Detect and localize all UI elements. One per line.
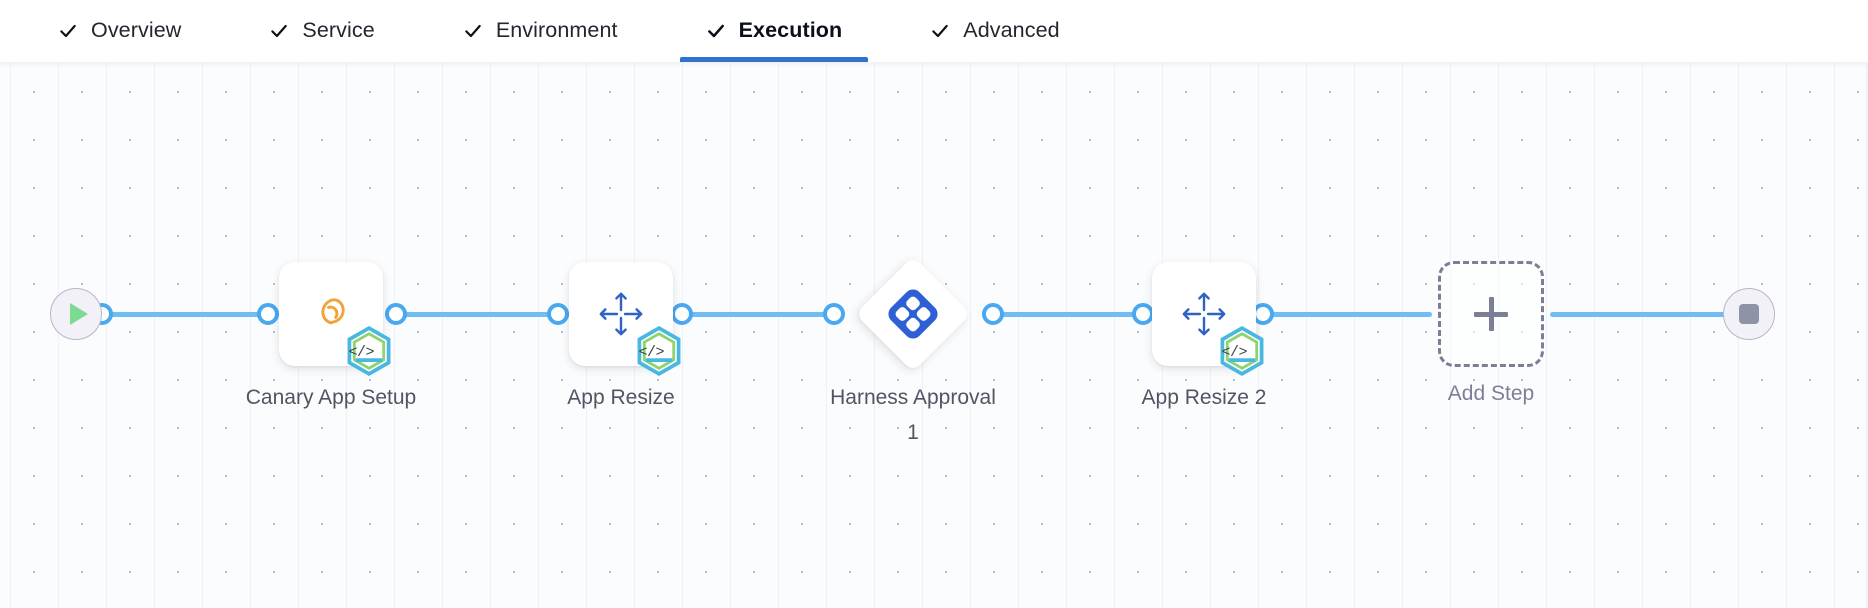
end-node-circle[interactable] [1723, 288, 1775, 340]
tab-service[interactable]: Service [243, 0, 400, 62]
tab-environment[interactable]: Environment [437, 0, 644, 62]
connector-dot-canary-out[interactable] [385, 303, 407, 325]
step-label-app-resize: App Resize [567, 386, 675, 409]
approval-diamond[interactable] [855, 256, 971, 372]
link-canary-to-resize [395, 311, 575, 317]
link-resize-to-approval [683, 311, 833, 317]
code-icon[interactable]: </> [1221, 344, 1247, 361]
tab-overview[interactable]: Overview [28, 0, 207, 62]
tab-label: Overview [91, 18, 182, 43]
connector-dot-resize-out[interactable] [671, 303, 693, 325]
canvas-right-edge [1866, 62, 1868, 608]
pipeline-start-node[interactable] [50, 288, 102, 340]
module-hex-badge [1214, 323, 1264, 377]
check-icon [463, 21, 483, 41]
check-icon [58, 21, 78, 41]
step-label-canary-app-setup: Canary App Setup [245, 386, 417, 409]
play-icon [69, 303, 88, 325]
add-step-button[interactable] [1438, 261, 1544, 367]
resize-arrows-icon [593, 286, 681, 377]
start-node-circle[interactable] [50, 288, 102, 340]
step-card[interactable]: </> [279, 262, 391, 377]
link-approval-to-resize2 [994, 311, 1144, 317]
link-start-to-canary [100, 311, 270, 317]
plus-icon [1474, 297, 1508, 331]
tab-label: Execution [738, 18, 843, 43]
tab-label: Environment [495, 18, 618, 43]
resize-arrows-icon [1176, 286, 1264, 377]
tab-advanced[interactable]: Advanced [904, 0, 1085, 62]
connector-dot-resize2-in[interactable] [1132, 303, 1154, 325]
step-card[interactable]: </> [1152, 262, 1264, 377]
code-icon[interactable]: </> [348, 344, 374, 361]
step-label-app-resize-2: App Resize 2 [1141, 386, 1267, 409]
connector-dot-resize-in[interactable] [547, 303, 569, 325]
stop-icon [1739, 304, 1759, 324]
connector-dot-canary-in[interactable] [257, 303, 279, 325]
tanzu-bird-icon [303, 286, 391, 377]
step-node-canary-app-setup[interactable]: </> [279, 262, 391, 377]
tab-active-underline [679, 57, 869, 62]
add-step-node[interactable] [1438, 261, 1544, 367]
execution-graph-canvas[interactable]: </> Canary App Setup [0, 62, 1868, 608]
tab-label: Advanced [963, 18, 1060, 43]
link-resize2-to-addstep [1262, 311, 1432, 317]
connector-dot-approval-out[interactable] [982, 303, 1004, 325]
code-icon[interactable]: </> [638, 344, 664, 361]
pipeline-end-node[interactable] [1723, 288, 1775, 340]
module-hex-badge [341, 323, 391, 377]
check-icon [930, 21, 950, 41]
step-label-harness-approval-1: Harness Approval 1 [830, 386, 996, 444]
harness-logo-icon [886, 287, 940, 341]
step-node-app-resize-2[interactable]: </> [1152, 262, 1264, 377]
step-node-app-resize[interactable]: </> [569, 262, 681, 377]
check-icon [269, 21, 289, 41]
add-step-label: Add Step [1447, 382, 1535, 405]
tab-execution[interactable]: Execution [679, 0, 869, 62]
step-node-harness-approval-1[interactable] [855, 256, 971, 372]
module-hex-badge [631, 323, 681, 377]
link-addstep-to-end [1550, 311, 1740, 317]
tab-label: Service [302, 18, 375, 43]
stage-setup-tabs: Overview Service Environment Execution [0, 0, 1868, 62]
check-icon [706, 21, 726, 41]
step-card[interactable]: </> [569, 262, 681, 377]
connector-dot-approval-in[interactable] [823, 303, 845, 325]
